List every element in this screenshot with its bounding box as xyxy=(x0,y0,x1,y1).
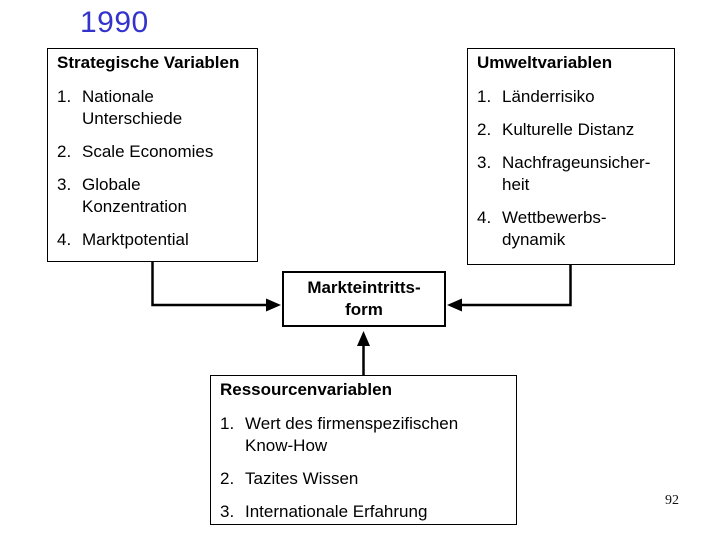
arrow-right-to-center xyxy=(447,252,572,312)
list-item: 3. Globale Konzentration xyxy=(57,174,249,218)
market-entry-form-box: Markteintritts- form xyxy=(282,271,446,327)
environment-variables-box: Umweltvariablen 1. Länderrisiko 2. Kultu… xyxy=(467,48,675,265)
item-text: Scale Economies xyxy=(82,142,214,161)
item-text: Kulturelle Distanz xyxy=(502,120,635,139)
page-number: 92 xyxy=(665,493,679,508)
item-text: Globale Konzentration xyxy=(82,175,187,216)
item-text: Nationale Unterschiede xyxy=(82,87,183,128)
list-item: 2. Tazites Wissen xyxy=(220,468,508,490)
list-item: 4. Marktpotential xyxy=(57,229,249,251)
item-number: 1. xyxy=(57,87,72,106)
arrow-up-to-center xyxy=(357,331,370,380)
item-number: 4. xyxy=(57,230,72,249)
environment-variables-header: Umweltvariablen xyxy=(477,53,613,72)
item-number: 1. xyxy=(477,87,492,106)
item-number: 2. xyxy=(220,469,235,488)
item-number: 3. xyxy=(220,502,235,521)
item-number: 2. xyxy=(57,142,72,161)
item-text: Nachfrageunsicher- heit xyxy=(502,153,651,194)
item-number: 4. xyxy=(477,208,492,227)
resources-variables-box: Ressourcenvariablen 1. Wert des firmensp… xyxy=(210,375,517,525)
list-item: 1. Wert des firmenspezifischen Know-How xyxy=(220,413,508,457)
list-item: 1. Nationale Unterschiede xyxy=(57,86,249,130)
list-item: 2. Scale Economies xyxy=(57,141,249,163)
item-text: Wert des firmenspezifischen Know-How xyxy=(245,414,459,455)
list-item: 3. Nachfrageunsicher- heit xyxy=(477,152,666,196)
list-item: 4. Wettbewerbs- dynamik xyxy=(477,207,666,251)
item-number: 3. xyxy=(477,153,492,172)
item-text: Länderrisiko xyxy=(502,87,595,106)
item-text: Marktpotential xyxy=(82,230,189,249)
strategic-variables-header: Strategische Variablen xyxy=(57,53,240,72)
item-number: 1. xyxy=(220,414,235,433)
slide-title: 1990 xyxy=(80,6,149,39)
list-item: 2. Kulturelle Distanz xyxy=(477,119,666,141)
list-item: 3. Internationale Erfahrung xyxy=(220,501,508,523)
resources-variables-header: Ressourcenvariablen xyxy=(220,380,392,399)
list-item: 1. Länderrisiko xyxy=(477,86,666,108)
item-number: 3. xyxy=(57,175,72,194)
item-text: Wettbewerbs- dynamik xyxy=(502,208,607,249)
item-number: 2. xyxy=(477,120,492,139)
strategic-variables-box: Strategische Variablen 1. Nationale Unte… xyxy=(47,48,258,262)
item-text: Internationale Erfahrung xyxy=(245,502,428,521)
arrow-left-to-center xyxy=(151,252,281,312)
item-text: Tazites Wissen xyxy=(245,469,359,488)
